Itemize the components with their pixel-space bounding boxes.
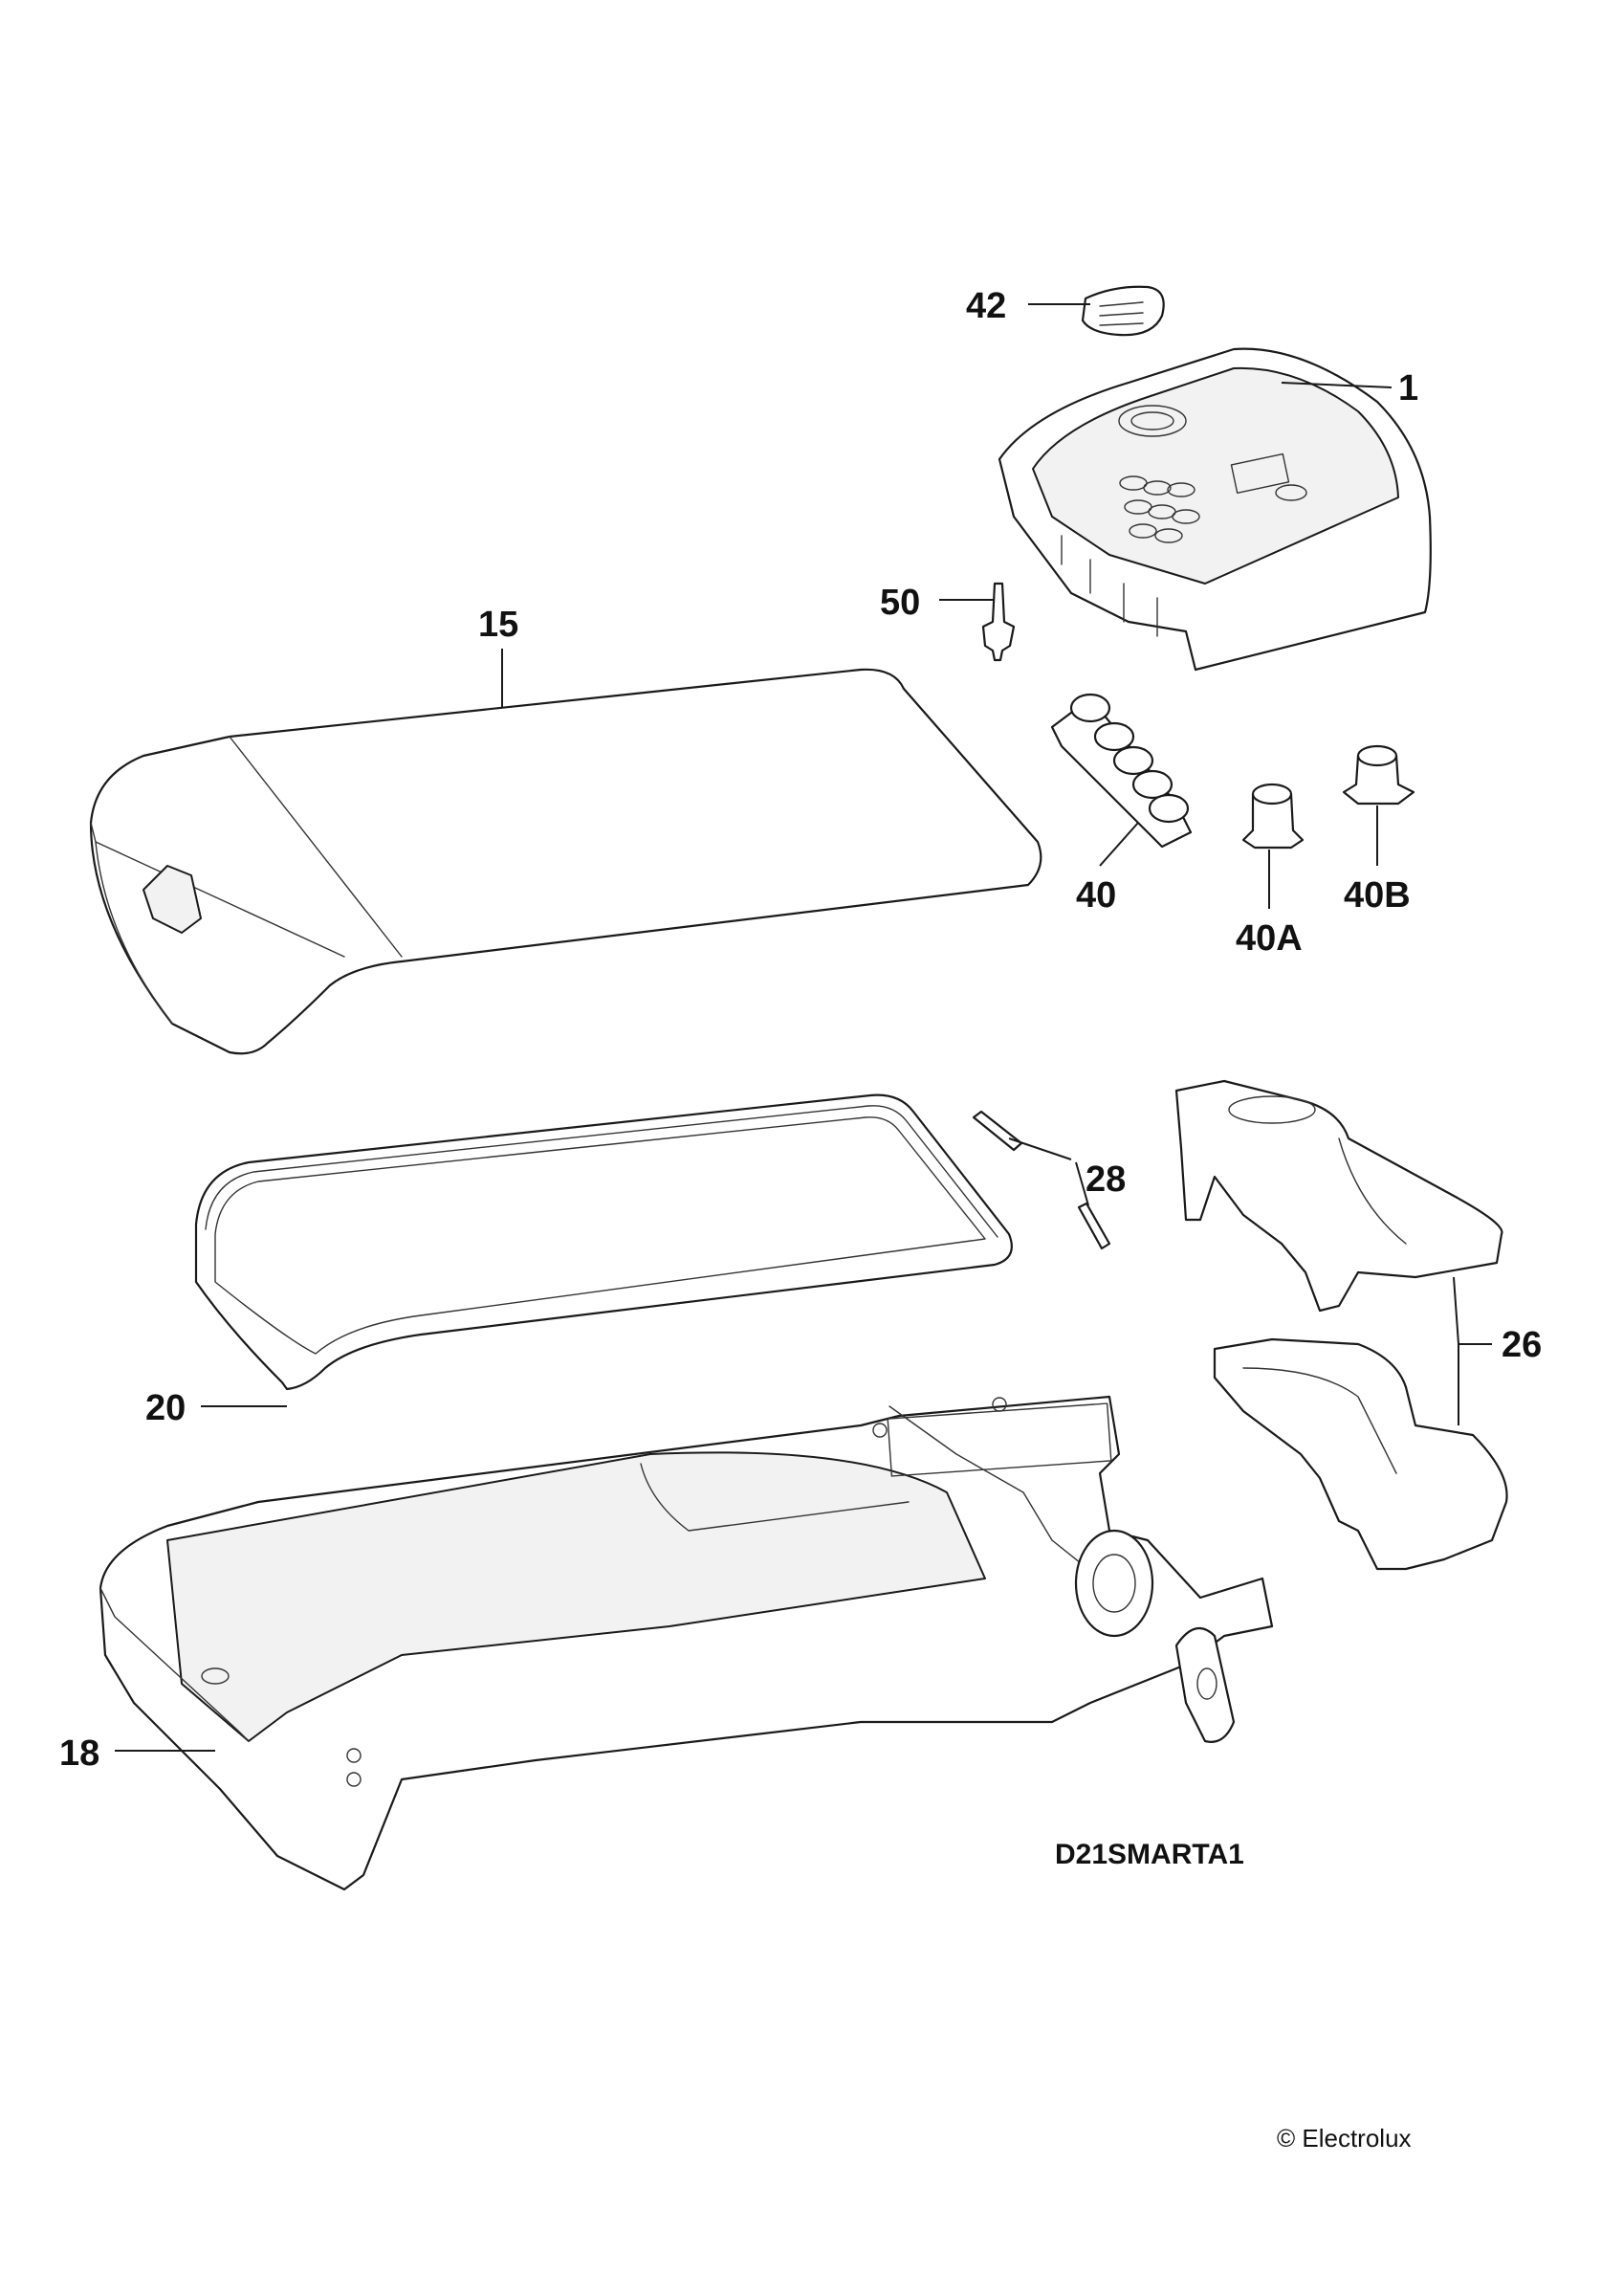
part-40a-button xyxy=(1241,783,1305,850)
callout-40a: 40A xyxy=(1236,918,1303,959)
part-50-pin xyxy=(981,582,1016,662)
part-1-control-panel xyxy=(998,347,1432,672)
callout-42: 42 xyxy=(966,286,1006,326)
copyright-notice: © Electrolux xyxy=(1277,2124,1412,2152)
leader-40 xyxy=(1099,822,1139,867)
callout-50: 50 xyxy=(880,583,920,623)
leader-26 xyxy=(1453,1276,1492,1425)
callout-40b: 40B xyxy=(1344,875,1411,916)
leader-28a xyxy=(1008,1137,1072,1160)
callout-15: 15 xyxy=(478,605,518,645)
callout-20: 20 xyxy=(145,1388,186,1428)
part-26-handle-upper xyxy=(1174,1079,1503,1313)
drawing-code: D21SMARTA1 xyxy=(1055,1839,1244,1870)
part-20-gasket xyxy=(194,1093,1013,1391)
part-18-base xyxy=(99,1395,1274,1891)
part-42-knob xyxy=(1081,285,1165,337)
callout-26: 26 xyxy=(1502,1325,1542,1365)
callout-labels: 42 1 50 15 40 40A 40B 28 26 20 18 xyxy=(59,286,1542,1774)
leader-28b xyxy=(1075,1161,1089,1206)
part-15-lid xyxy=(89,668,1042,1055)
part-40b-button xyxy=(1342,744,1415,806)
leader-lines xyxy=(115,303,1492,1752)
callout-40: 40 xyxy=(1076,875,1116,916)
callout-18: 18 xyxy=(59,1733,99,1774)
callout-28: 28 xyxy=(1086,1159,1126,1200)
part-26-handle-lower xyxy=(1213,1337,1508,1571)
part-40-button-block xyxy=(1050,693,1193,849)
callout-1: 1 xyxy=(1398,368,1418,408)
leader-1 xyxy=(1281,382,1393,388)
